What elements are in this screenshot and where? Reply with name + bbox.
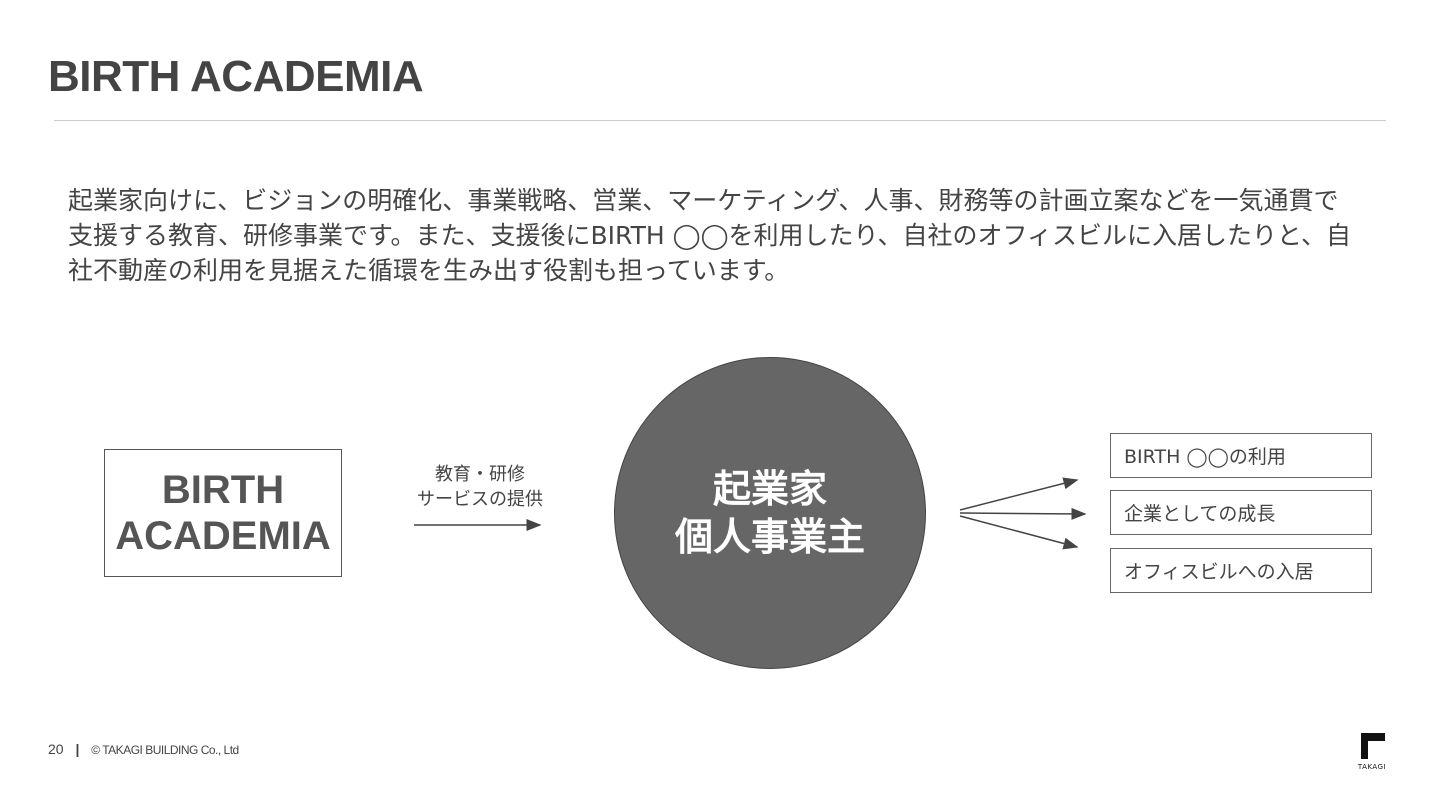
- circle-line2: 個人事業主: [674, 515, 865, 559]
- circle-line1: 起業家: [712, 467, 827, 511]
- page-number: 20: [48, 741, 64, 757]
- birth-academia-box: BIRTH ACADEMIA: [104, 449, 342, 577]
- box-line2: ACADEMIA: [115, 514, 331, 558]
- box-line1: BIRTH: [161, 468, 285, 512]
- logo-mark-icon: [1361, 733, 1385, 759]
- arrow-up: [959, 477, 1079, 511]
- entrepreneur-circle: 起業家 個人事業主: [614, 357, 926, 669]
- outcome-box: 企業としての成長: [1110, 490, 1372, 535]
- takagi-logo: TAKAGI: [1354, 733, 1390, 771]
- service-line2: サービスの提供: [417, 489, 543, 510]
- service-label: 教育・研修 サービスの提供: [400, 462, 560, 512]
- arrow-down: [959, 515, 1079, 550]
- divider: [54, 120, 1386, 121]
- outcome-box: BIRTH ◯◯の利用: [1110, 433, 1372, 478]
- description: 起業家向けに、ビジョンの明確化、事業戦略、営業、マーケティング、人事、財務等の計…: [68, 186, 1352, 285]
- footer-separator: |: [75, 741, 80, 757]
- arrow-mid: [959, 507, 1087, 520]
- copyright: © TAKAGI BUILDING Co., Ltd: [91, 743, 239, 757]
- logo-text: TAKAGI: [1357, 763, 1387, 771]
- outcome-box: オフィスビルへの入居: [1110, 548, 1372, 593]
- footer: 20 | © TAKAGI BUILDING Co., Ltd: [48, 741, 239, 757]
- page-title: BIRTH ACADEMIA: [48, 52, 424, 101]
- service-line1: 教育・研修: [435, 464, 525, 485]
